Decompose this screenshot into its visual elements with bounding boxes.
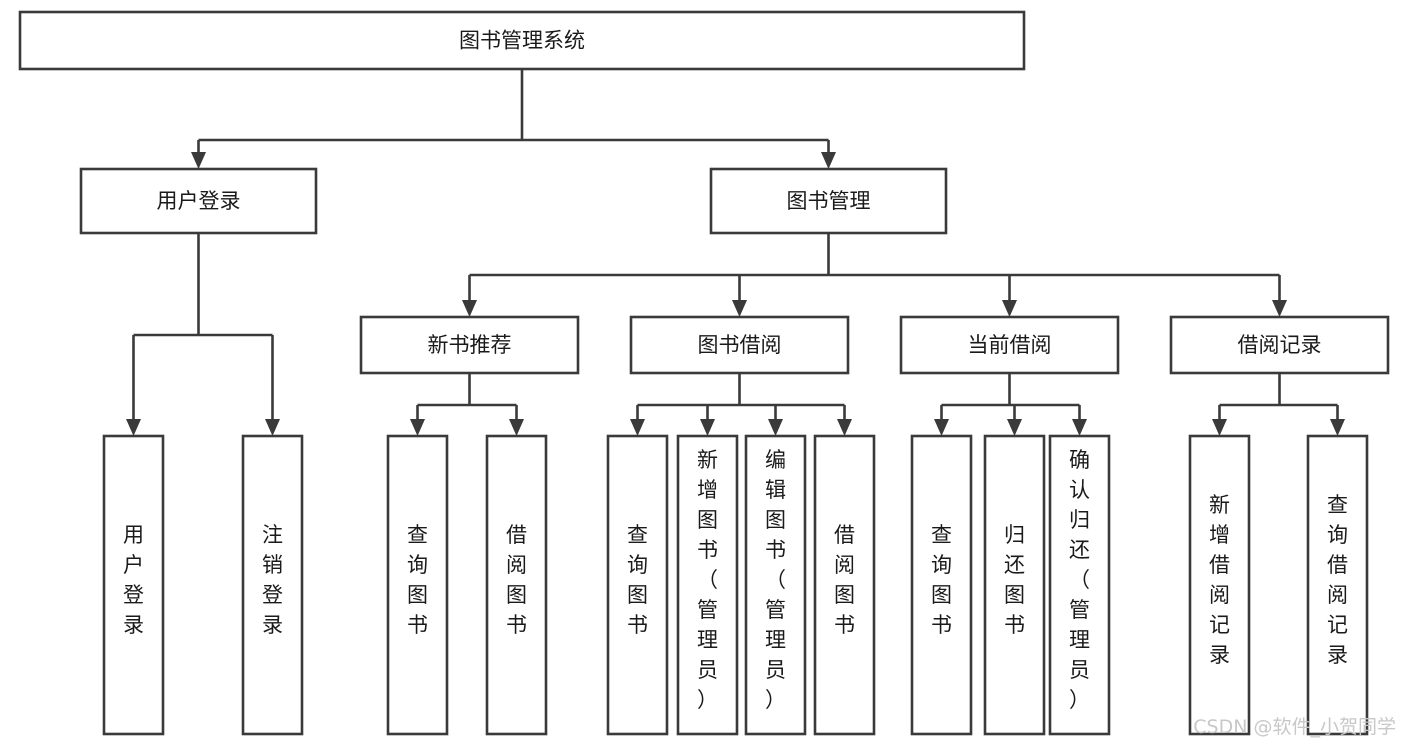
node-box[interactable] <box>18 10 1026 71</box>
node-leaf-2[interactable]: 查询图书 <box>386 434 449 736</box>
node-box[interactable] <box>1306 434 1369 736</box>
node-box[interactable] <box>983 434 1046 736</box>
node-level2-1[interactable]: 图书借阅 <box>629 315 850 375</box>
connector-layer <box>126 69 1345 436</box>
node-label: 新书推荐 <box>428 333 512 357</box>
node-level2-3[interactable]: 借阅记录 <box>1169 315 1390 375</box>
csdn-watermark: CSDN @软件_小贺同学 <box>1193 716 1396 738</box>
node-leaf-12[interactable]: 查询借阅记录 <box>1306 434 1369 736</box>
node-box[interactable] <box>1188 434 1251 736</box>
node-leaf-10[interactable]: 确认归还（管理员） <box>1048 434 1111 736</box>
node-box[interactable] <box>102 434 165 736</box>
node-label: 编辑图书（管理员） <box>765 448 786 712</box>
node-box[interactable] <box>386 434 449 736</box>
node-level2-2[interactable]: 当前借阅 <box>899 315 1120 375</box>
node-box[interactable] <box>1048 434 1111 736</box>
node-label: 用户登录 <box>157 189 241 213</box>
node-label: 图书管理 <box>787 189 871 213</box>
node-label: 图书借阅 <box>698 333 782 357</box>
node-leaf-8[interactable]: 查询图书 <box>910 434 973 736</box>
node-box[interactable] <box>359 315 580 375</box>
node-label: 借阅记录 <box>1238 333 1322 357</box>
node-level2-0[interactable]: 新书推荐 <box>359 315 580 375</box>
node-label: 用户登录 <box>123 523 144 637</box>
node-root-0[interactable]: 图书管理系统 <box>18 10 1026 71</box>
node-label: 当前借阅 <box>968 333 1052 357</box>
node-leaf-4[interactable]: 查询图书 <box>606 434 669 736</box>
node-leaf-7[interactable]: 借阅图书 <box>813 434 876 736</box>
node-label: 借阅图书 <box>834 523 855 637</box>
node-box[interactable] <box>485 434 548 736</box>
node-label: 图书管理系统 <box>459 29 585 53</box>
node-box[interactable] <box>910 434 973 736</box>
node-leaf-6[interactable]: 编辑图书（管理员） <box>744 434 807 736</box>
node-box[interactable] <box>629 315 850 375</box>
node-label: 查询图书 <box>931 523 952 637</box>
node-leaf-3[interactable]: 借阅图书 <box>485 434 548 736</box>
node-label: 查询借阅记录 <box>1327 493 1348 667</box>
node-leaf-5[interactable]: 新增图书（管理员） <box>676 434 739 736</box>
node-box[interactable] <box>606 434 669 736</box>
node-box[interactable] <box>813 434 876 736</box>
node-leaf-1[interactable]: 注销登录 <box>241 434 304 736</box>
node-label: 查询图书 <box>407 523 428 637</box>
node-label: 新增图书（管理员） <box>697 448 718 712</box>
node-level1-0[interactable]: 用户登录 <box>79 167 318 235</box>
node-label: 新增借阅记录 <box>1209 493 1230 667</box>
node-box[interactable] <box>241 434 304 736</box>
node-leaf-11[interactable]: 新增借阅记录 <box>1188 434 1251 736</box>
node-box[interactable] <box>1169 315 1390 375</box>
node-box[interactable] <box>744 434 807 736</box>
node-leaf-9[interactable]: 归还图书 <box>983 434 1046 736</box>
node-label: 借阅图书 <box>506 523 527 637</box>
node-level1-1[interactable]: 图书管理 <box>709 167 948 235</box>
node-box[interactable] <box>79 167 318 235</box>
node-box[interactable] <box>709 167 948 235</box>
node-leaf-0[interactable]: 用户登录 <box>102 434 165 736</box>
node-label: 注销登录 <box>262 523 283 637</box>
node-layer: 图书管理系统用户登录图书管理新书推荐图书借阅当前借阅借阅记录用户登录注销登录查询… <box>18 10 1390 736</box>
node-box[interactable] <box>676 434 739 736</box>
node-box[interactable] <box>899 315 1120 375</box>
node-label: 查询图书 <box>627 523 648 637</box>
node-label: 归还图书 <box>1004 523 1025 637</box>
node-label: 确认归还（管理员） <box>1069 448 1090 712</box>
